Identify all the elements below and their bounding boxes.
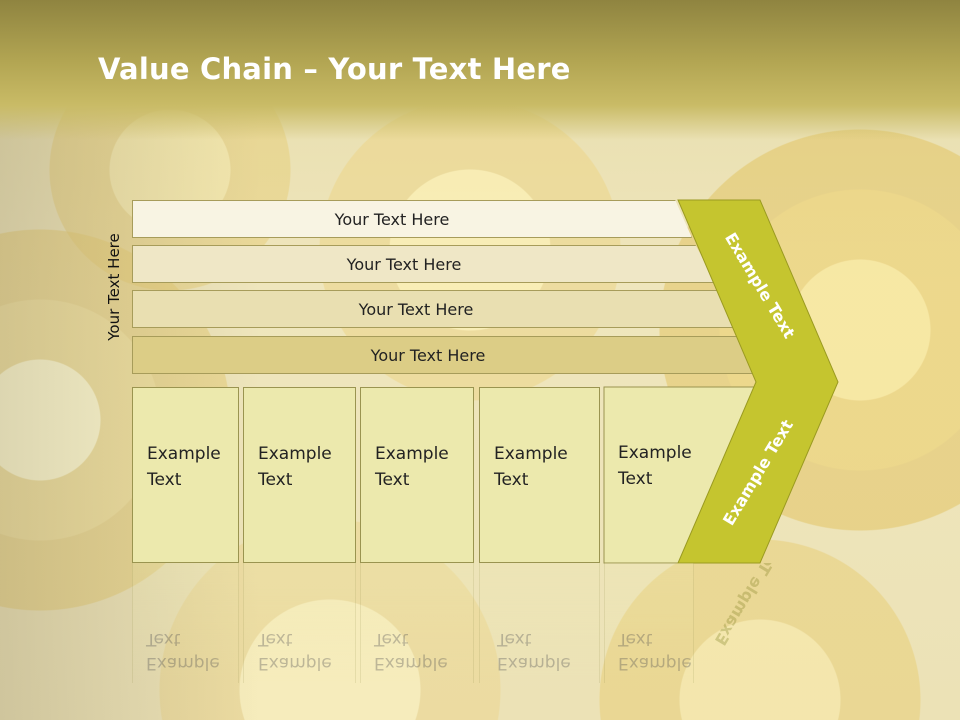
activity-box-4-line1: Example [494, 444, 568, 464]
support-bar-1[interactable]: Your Text Here [132, 200, 692, 238]
activity-box-2-line1: Example [258, 444, 332, 464]
slide-title-rest: – Your Text Here [293, 52, 571, 86]
activity-box-3-line1: Example [375, 444, 449, 464]
activity-box-1-line1: Example [147, 444, 221, 464]
support-bar-2[interactable]: Your Text Here [132, 245, 716, 283]
support-bar-3[interactable]: Your Text Here [132, 290, 740, 328]
slide-title: Value Chain – Your Text Here [98, 52, 571, 86]
activity-box-5[interactable]: Example Text [604, 387, 762, 563]
activity-box-5-line1: Example [618, 443, 692, 463]
activity-box-4-line2: Text [494, 470, 529, 490]
activity-box-5-line2: Text [618, 469, 653, 489]
activity-box-1[interactable]: Example Text [132, 387, 239, 563]
activity-box-3-line2: Text [375, 470, 410, 490]
activity-box-3[interactable]: Example Text [360, 387, 474, 563]
support-bar-4[interactable]: Your Text Here [132, 336, 764, 374]
activity-box-2[interactable]: Example Text [243, 387, 356, 563]
header-band [0, 0, 960, 140]
margin-chevron [677, 199, 839, 564]
activity-box-2-line2: Text [258, 470, 293, 490]
activity-box-4[interactable]: Example Text [479, 387, 600, 563]
slide-title-bold: Value Chain [98, 52, 294, 86]
activity-box-1-line2: Text [147, 470, 182, 490]
